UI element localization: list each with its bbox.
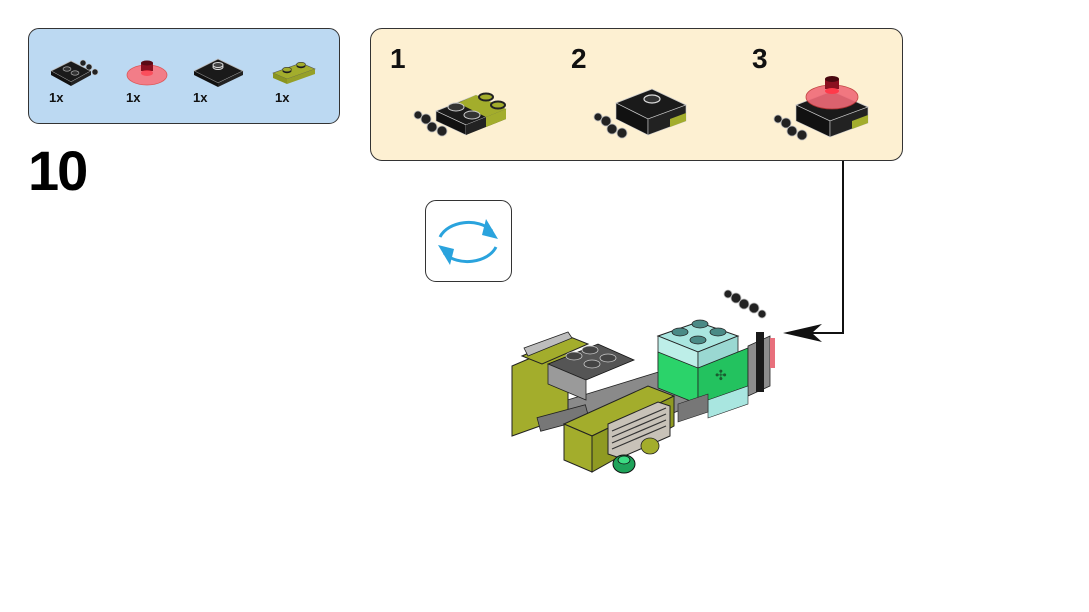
part-item: 1x <box>269 29 339 119</box>
part-quantity: 1x <box>193 90 208 105</box>
black-clip-plate-icon <box>50 59 99 86</box>
black-jumper-plate-icon <box>193 58 244 87</box>
olive-plate-icon <box>272 62 316 84</box>
rotate-model-indicator <box>425 200 512 282</box>
sub-step-number: 2 <box>571 43 587 74</box>
part-item: 1x <box>122 29 192 119</box>
part-quantity: 1x <box>49 90 64 105</box>
rotate-arrows-icon <box>438 219 498 265</box>
part-quantity: 1x <box>126 90 141 105</box>
part-item: 1x <box>45 29 115 119</box>
sub-step-number: 1 <box>390 43 406 74</box>
part-item: 1x <box>191 29 261 119</box>
model-assembly-image: ✣ <box>511 289 775 474</box>
sub-step-3-image <box>773 76 870 141</box>
red-dish-icon <box>126 60 168 86</box>
sub-step-1-image <box>413 92 508 137</box>
step-number: 10 <box>28 139 88 202</box>
sub-step-number: 3 <box>752 43 768 74</box>
svg-text:✣: ✣ <box>715 368 727 384</box>
sub-assembly-panel: 1 2 3 <box>370 28 903 161</box>
parts-list-panel: 1x 1x 1x 1x <box>28 28 340 124</box>
part-quantity: 1x <box>275 90 290 105</box>
sub-step-2-image <box>593 88 688 139</box>
